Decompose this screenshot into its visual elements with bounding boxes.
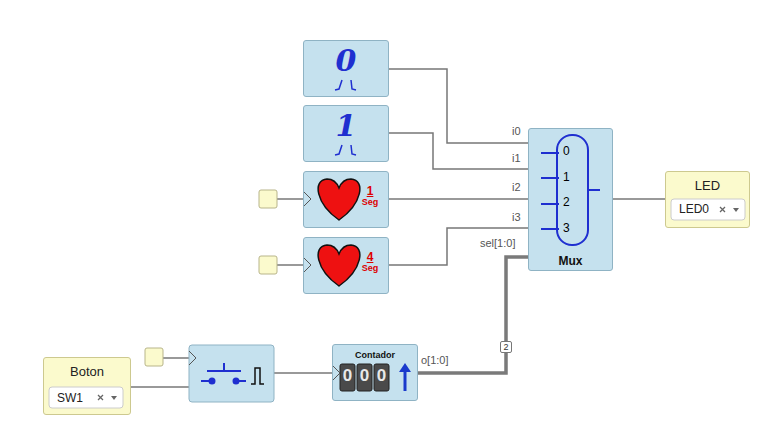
pin-select-value: SW1 (57, 392, 83, 406)
pin-title: LED (695, 179, 720, 194)
counter-digit-value: 0 (340, 366, 355, 386)
figure-legs (335, 145, 356, 155)
mux-input-line (541, 152, 559, 154)
mux-output-line (588, 189, 600, 191)
clock-marker (189, 351, 196, 365)
clock-marker (304, 192, 311, 206)
mux-input-line (541, 228, 559, 230)
clock-marker (333, 366, 340, 380)
constant-input (259, 190, 277, 208)
clear-icon (720, 207, 725, 212)
wire (389, 198, 528, 200)
port-name: i2 (512, 181, 521, 194)
port-name: i0 (512, 125, 521, 138)
counter-digit-value: 0 (374, 366, 389, 386)
constant-block: 0 (303, 40, 389, 97)
heart-symbol (318, 179, 360, 220)
mux-input-number: 3 (563, 222, 570, 236)
wire (277, 198, 303, 200)
mux-symbol (557, 135, 588, 245)
count-arrow (404, 371, 407, 391)
mux-block: Mux (528, 128, 613, 271)
wire (131, 386, 189, 388)
mux-input-number: 1 (563, 171, 570, 185)
pushbutton-symbol (201, 363, 246, 384)
port-name: o[1:0] (421, 354, 449, 367)
constant-input (259, 256, 277, 274)
button-block (189, 345, 274, 402)
wire (389, 69, 528, 143)
counter-digit-value: 0 (357, 366, 372, 386)
pin-select-value: LED0 (679, 203, 709, 217)
wire (277, 264, 303, 266)
block-icon (528, 128, 613, 271)
wire (613, 198, 665, 200)
bus-wire (418, 257, 528, 373)
dropdown-icon (111, 396, 117, 400)
input-pin: BotonSW1 (43, 357, 131, 415)
output-pin: LED LED0 (665, 171, 750, 228)
constant-input (145, 348, 163, 366)
clock-marker (304, 258, 311, 272)
mux-input-line (541, 203, 559, 205)
heartbeat-block: 4 Seg (303, 237, 389, 294)
block-body (189, 345, 274, 402)
pin-title: Boton (70, 365, 104, 380)
wire (274, 372, 332, 374)
block-title: Contador (355, 350, 395, 360)
figure-legs (335, 80, 356, 90)
constant-value: 0 (336, 44, 357, 79)
constant-block: 1 (303, 105, 389, 162)
dropdown-icon (733, 208, 739, 212)
constant-value: 1 (336, 109, 357, 144)
mux-input-number: 0 (563, 145, 570, 159)
mux-input-number: 2 (563, 196, 570, 210)
heart-symbol (318, 245, 360, 286)
period-label: 1 Seg (361, 185, 379, 207)
select-box (671, 199, 745, 220)
mux-input-line (541, 177, 559, 179)
wire (163, 357, 189, 359)
counter-digit (340, 364, 355, 391)
wire (389, 133, 528, 169)
block-title: Mux (559, 255, 583, 269)
counter-digit (374, 364, 389, 391)
select-box (49, 387, 123, 408)
period-label: 4 Seg (361, 251, 379, 273)
port-name: sel[1:0] (480, 237, 515, 250)
bus-width: 2 (500, 341, 511, 354)
port-name: i1 (512, 152, 521, 165)
port-name: i3 (512, 211, 521, 224)
count-arrow-head (399, 363, 411, 372)
counter-digit (357, 364, 372, 391)
pulse-symbol (251, 368, 264, 384)
heartbeat-block: 1 Seg (303, 171, 389, 228)
clear-icon (98, 395, 103, 400)
